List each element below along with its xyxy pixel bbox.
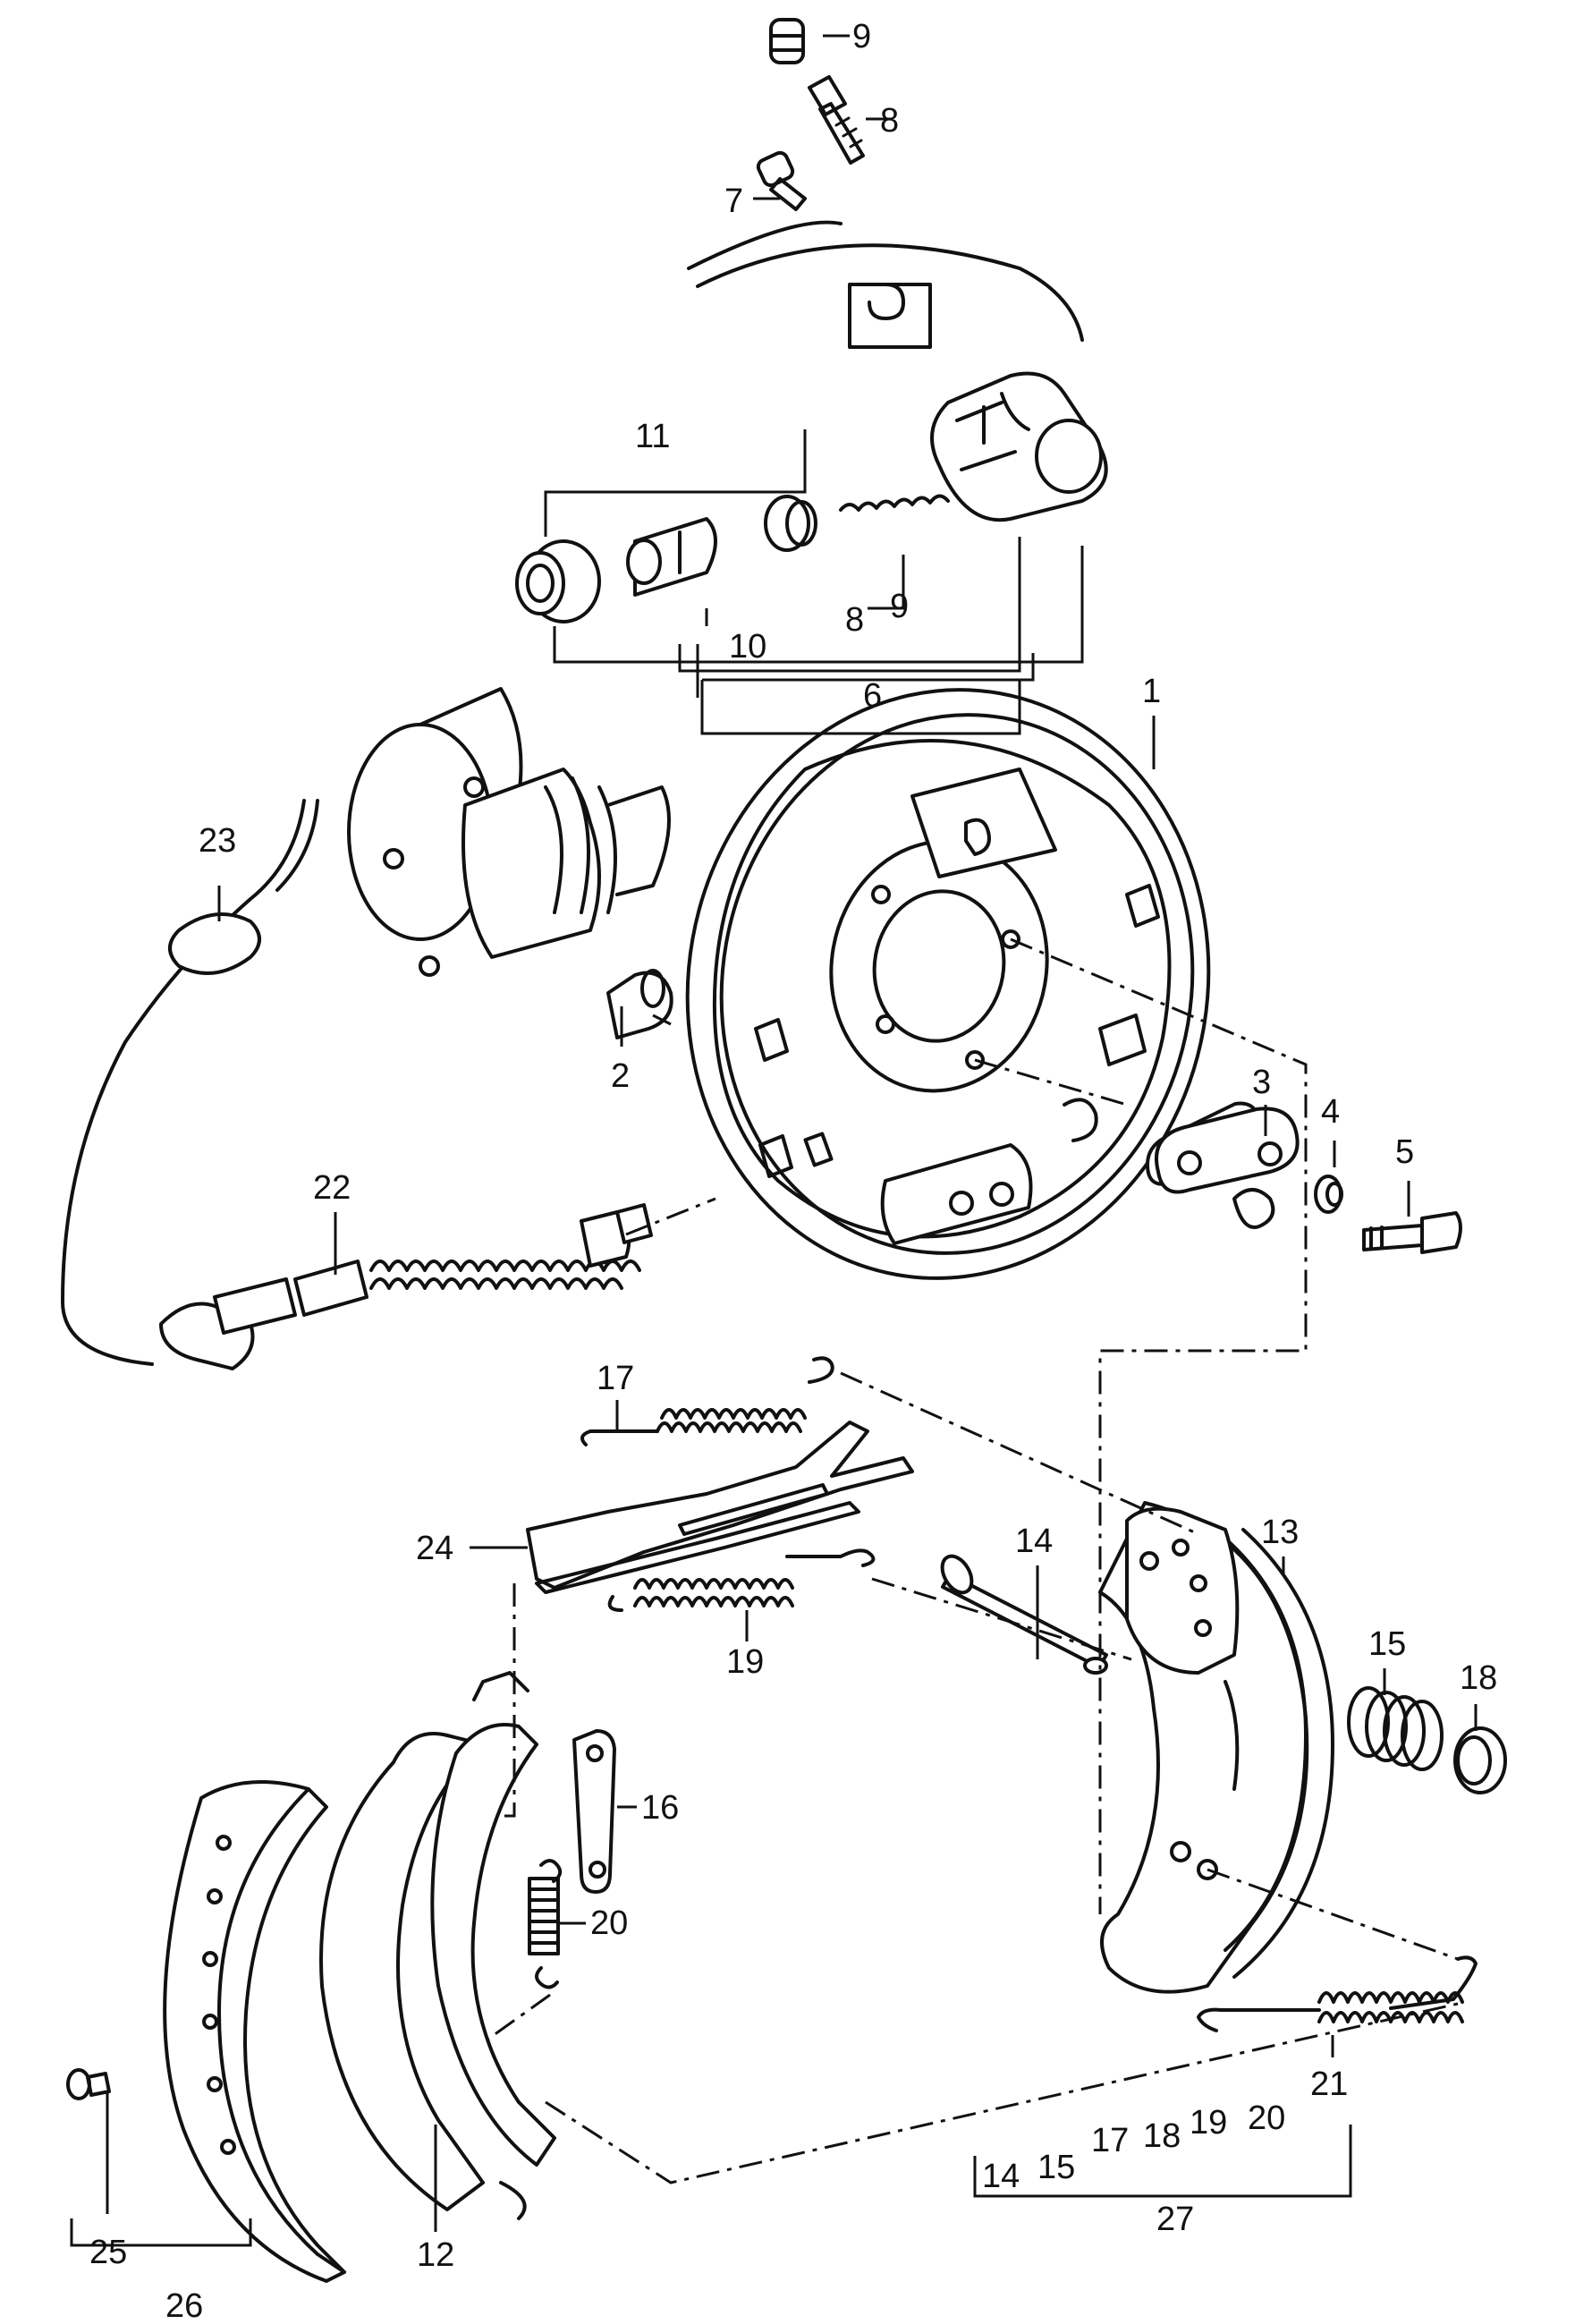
brake-lining-26 <box>163 1780 346 2283</box>
label-15: 15 <box>1368 1625 1406 1663</box>
grease-cap-2 <box>606 969 673 1039</box>
wheel-cylinder-housing <box>687 220 1108 522</box>
bleeder-cap-9 <box>769 18 805 64</box>
spring-20 <box>528 1859 563 1989</box>
label-17: 17 <box>597 1360 634 1397</box>
return-spring-17 <box>580 1356 834 1446</box>
brake-shoe-12 <box>319 1671 556 2220</box>
label-20: 20 <box>590 1904 628 1942</box>
bleeder-valve-8 <box>808 75 865 165</box>
label-k27-20: 20 <box>1248 2099 1285 2137</box>
leader-lines <box>106 34 1478 2232</box>
wheel-hub <box>347 687 671 977</box>
label-19: 19 <box>726 1643 764 1681</box>
label-cyl-8: 8 <box>845 601 864 639</box>
label-10: 10 <box>729 628 766 666</box>
bolt-5 <box>1362 1211 1462 1254</box>
label-22: 22 <box>313 1169 351 1207</box>
label-8: 8 <box>880 102 899 140</box>
label-18: 18 <box>1460 1659 1497 1697</box>
spring-washer-4 <box>1314 1175 1343 1214</box>
rivet-25 <box>66 2068 111 2100</box>
backing-plate <box>685 688 1211 1280</box>
label-24: 24 <box>416 1530 453 1567</box>
label-14: 14 <box>1015 1522 1053 1560</box>
label-1: 1 <box>1142 673 1161 710</box>
label-12: 12 <box>417 2236 454 2274</box>
lock-plate-3 <box>1155 1107 1300 1229</box>
brake-shoe-13 <box>1098 1501 1334 1994</box>
spring-19 <box>607 1548 876 1612</box>
label-27: 27 <box>1156 2201 1194 2238</box>
cylinder-spring <box>839 494 950 512</box>
label-7: 7 <box>724 182 743 220</box>
spring-cup-18 <box>1453 1726 1507 1794</box>
label-k27-19: 19 <box>1190 2104 1227 2142</box>
label-3: 3 <box>1252 1064 1271 1101</box>
label-k27-14: 14 <box>982 2158 1020 2195</box>
label-4: 4 <box>1321 1093 1340 1131</box>
kit-bracket-26 <box>70 2218 252 2247</box>
label-23: 23 <box>199 822 236 860</box>
label-11: 11 <box>635 418 670 455</box>
label-5: 5 <box>1395 1133 1414 1171</box>
cylinder-kit-brackets <box>544 429 1084 735</box>
label-9: 9 <box>852 18 871 55</box>
cylinder-dust-boot <box>515 539 601 623</box>
label-26: 26 <box>165 2287 203 2324</box>
label-k27-15: 15 <box>1037 2149 1075 2186</box>
callout-labels: 9 8 7 11 10 8 9 6 1 23 2 3 4 5 22 17 13 … <box>89 18 1497 2324</box>
lever-16 <box>572 1729 616 1894</box>
label-13: 13 <box>1261 1514 1299 1551</box>
handbrake-cable <box>61 799 653 1370</box>
label-25: 25 <box>89 2234 127 2271</box>
label-2: 2 <box>611 1057 630 1095</box>
label-21: 21 <box>1310 2065 1348 2103</box>
assembly-lines <box>487 937 1459 2184</box>
label-16: 16 <box>641 1789 679 1827</box>
label-6: 6 <box>863 677 882 715</box>
hold-down-pin-14 <box>940 1554 1108 1675</box>
kit-bracket-27 <box>973 2125 1352 2198</box>
screw-7 <box>756 150 807 211</box>
label-k27-17: 17 <box>1091 2122 1129 2159</box>
hold-down-spring-15 <box>1347 1686 1444 1771</box>
adjuster-strut-24 <box>526 1421 914 1594</box>
cylinder-piston <box>626 517 717 597</box>
label-cyl-9: 9 <box>890 588 909 625</box>
cylinder-cup-seal <box>764 495 817 552</box>
spring-21 <box>1197 1955 1478 2032</box>
label-k27-18: 18 <box>1143 2117 1181 2155</box>
